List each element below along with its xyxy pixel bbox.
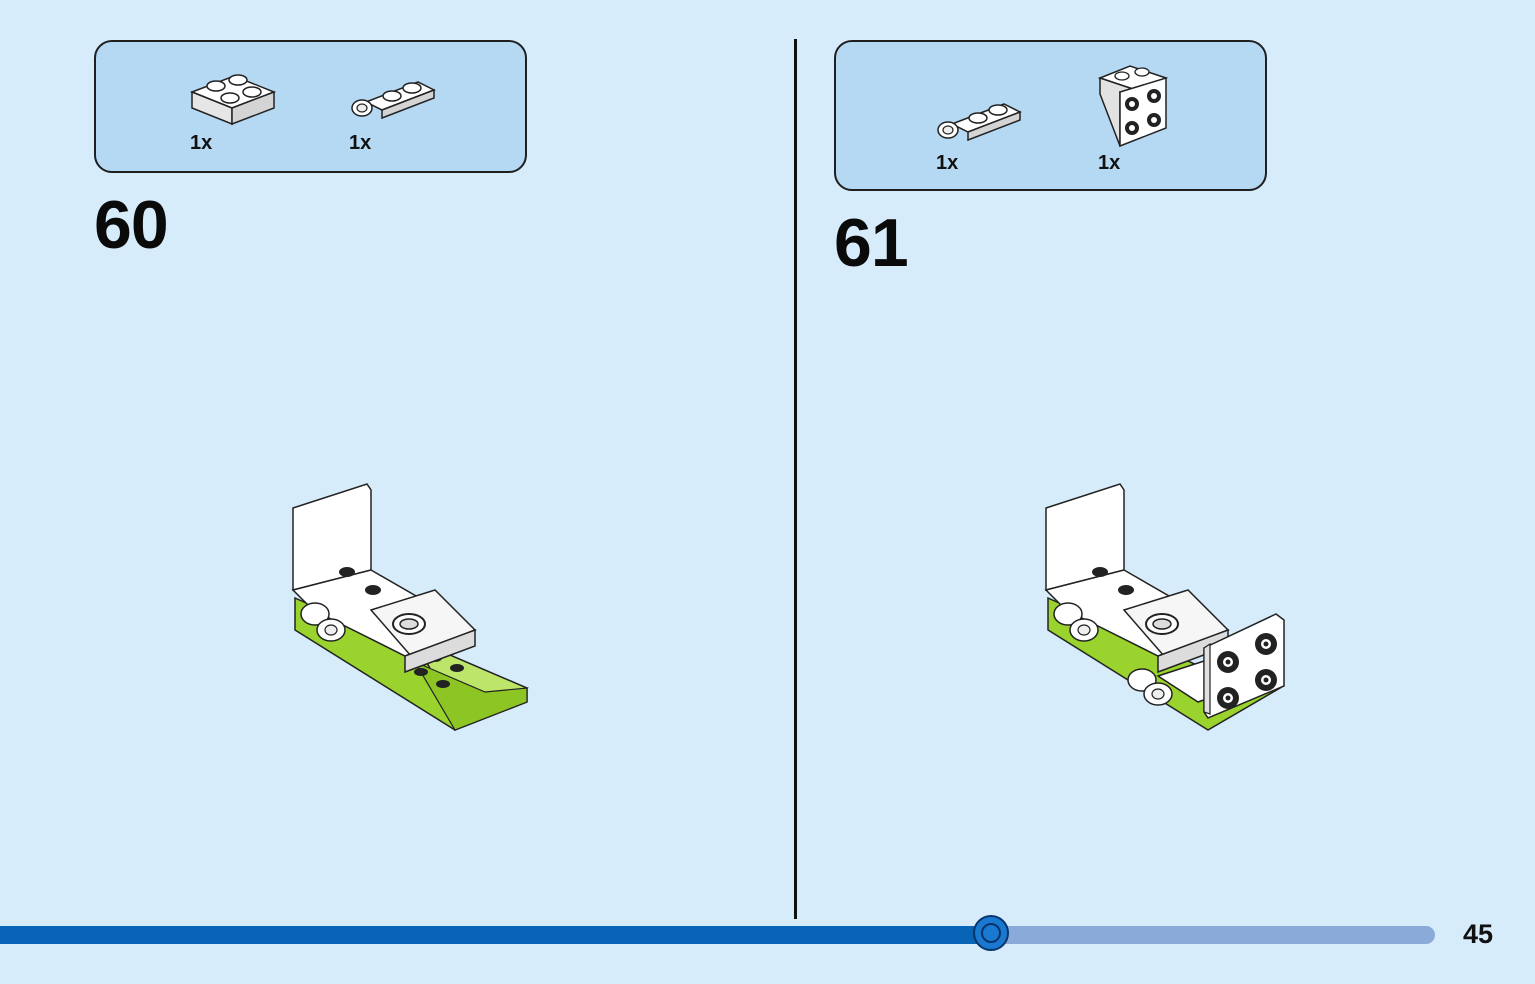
progress-indicator xyxy=(973,915,1009,951)
page-number: 45 xyxy=(1463,919,1494,949)
parts-list-box-step-60: 1x 1x xyxy=(94,40,527,173)
model-assembly-step-61 xyxy=(1044,483,1285,731)
step-number: 61 xyxy=(834,205,909,281)
part-quantity: 1x xyxy=(349,132,372,154)
plate-2x2-white-icon xyxy=(189,74,277,126)
progress-bar-remaining xyxy=(993,926,1435,944)
part-quantity: 1x xyxy=(1098,152,1121,174)
bracket-1x2-2x2-white-icon xyxy=(1097,65,1169,148)
page-divider xyxy=(794,39,797,919)
plate-clip-1x2-white-icon xyxy=(351,81,436,120)
progress-bar-complete xyxy=(0,926,993,944)
plate-clip-1x2-white-icon xyxy=(937,103,1022,142)
step-number: 60 xyxy=(94,187,169,263)
model-assembly-step-60 xyxy=(291,483,529,732)
part-quantity: 1x xyxy=(190,132,213,154)
parts-list-box-step-61: 1x 1x xyxy=(834,40,1267,191)
part-quantity: 1x xyxy=(936,152,959,174)
